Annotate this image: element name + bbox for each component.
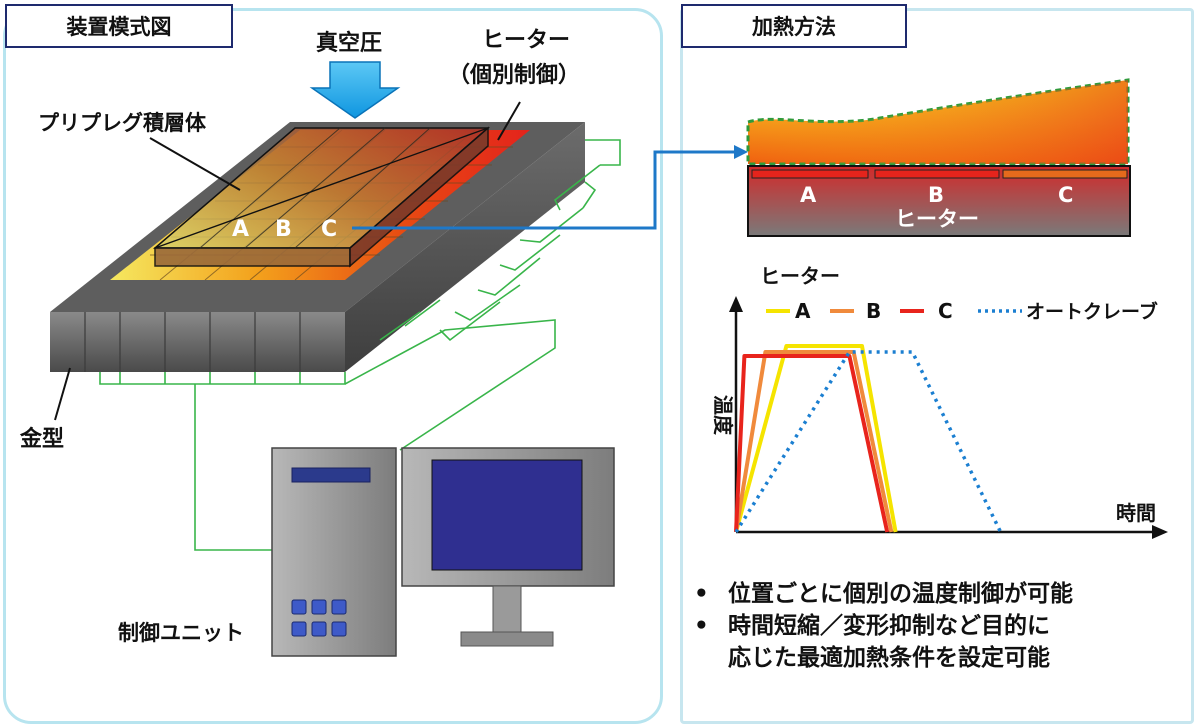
chart-x-label: 時間 (1116, 501, 1156, 525)
mold-pointer (54, 367, 71, 421)
section-heater-label: ヒーター (895, 207, 979, 231)
feature-text-2b: 応じた最適加熱条件を設定可能 (728, 645, 1050, 671)
control-unit-label: 制御ユニット (118, 621, 244, 645)
device-schematic-title: 装置模式図 (5, 4, 233, 48)
feature-text-2a: 時間短縮／変形抑制など目的に (728, 613, 1050, 639)
cross-section (746, 78, 1131, 237)
zone-c-label: C (321, 217, 337, 242)
zone-a-label: A (232, 217, 249, 242)
connector-arrowhead (734, 145, 748, 159)
series-line-1 (734, 344, 898, 533)
vacuum-label: 真空圧 (316, 30, 382, 56)
legend-label-b: B (866, 299, 881, 323)
control-unit-case (271, 447, 397, 657)
section-zone-c: C (1058, 183, 1073, 207)
monitor-icon (401, 447, 615, 647)
heater-wiring (99, 139, 621, 551)
chart-legend: A B C オートクレーブ (766, 299, 1158, 323)
chart-series (734, 344, 1003, 533)
bullet-dot: • (694, 581, 709, 607)
heater-control-label: （個別制御） (448, 62, 580, 88)
legend-title: ヒーター (760, 264, 840, 288)
feature-item-2: • 時間短縮／変形抑制など目的に (694, 610, 1194, 642)
series-line-2 (734, 350, 894, 533)
heating-method-title: 加熱方法 (681, 4, 907, 48)
vacuum-arrow-icon (309, 61, 401, 119)
series-line-4 (734, 350, 1003, 533)
temperature-chart (729, 296, 1168, 539)
connector-arrow (352, 150, 738, 230)
heater-label: ヒーター (482, 28, 570, 53)
legend-label-a: A (795, 299, 811, 323)
mold-label: 金型 (19, 426, 64, 452)
zone-b-label: B (275, 217, 292, 242)
section-zone-b: B (928, 183, 944, 207)
heater-pointer (497, 101, 521, 141)
feature-text-1: 位置ごとに個別の温度制御が可能 (728, 581, 1073, 607)
legend-label-autoclave: オートクレーブ (1026, 300, 1158, 323)
prepreg-pointer (149, 137, 241, 191)
bullet-dot: • (694, 613, 709, 639)
feature-item-1: • 位置ごとに個別の温度制御が可能 (694, 578, 1194, 610)
legend-label-c: C (938, 299, 953, 323)
feature-list: • 位置ごとに個別の温度制御が可能 • 時間短縮／変形抑制など目的に 応じた最適… (694, 578, 1194, 674)
series-line-3 (734, 354, 890, 533)
chart-x-arrowhead (1152, 525, 1168, 539)
chart-y-label: 温度 (711, 395, 735, 436)
prepreg-laminate (152, 126, 491, 268)
chart-y-arrowhead (729, 296, 743, 312)
prepreg-label: プリプレグ積層体 (38, 111, 207, 135)
section-zone-a: A (800, 183, 817, 207)
